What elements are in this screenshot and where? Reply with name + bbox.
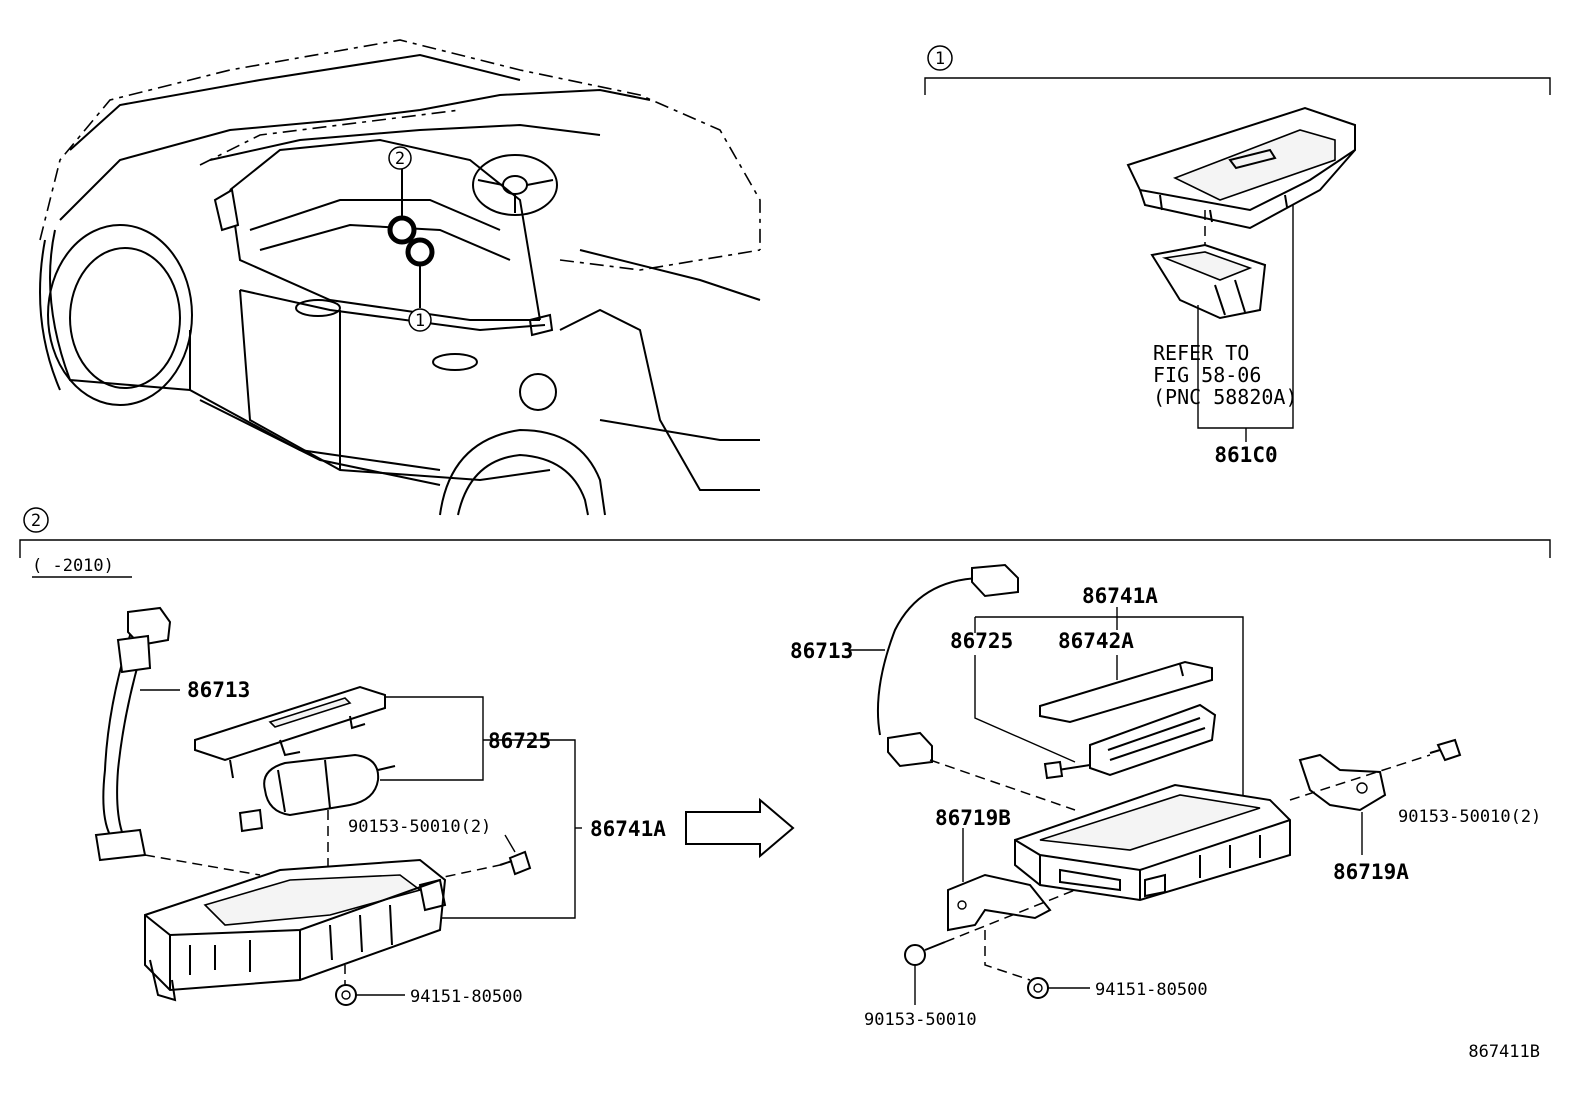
right-part-86719B: 86719B xyxy=(935,806,1011,830)
right-part-90153-50010: 90153-50010 xyxy=(864,1010,977,1030)
car-callout-2-label: 2 xyxy=(395,149,405,169)
figure-code: 867411B xyxy=(1468,1042,1540,1062)
right-part-86741A: 86741A xyxy=(1082,584,1158,608)
section-2: 2 ( -2010) 86713 xyxy=(19,507,1551,1030)
arrow-right-icon xyxy=(685,797,795,859)
left-assembly: 86713 86725 86741A 9015 xyxy=(94,606,666,1007)
vehicle-illustration: 2 1 xyxy=(39,39,761,516)
part-861C0: 861C0 xyxy=(1214,443,1277,467)
right-part-86742A: 86742A xyxy=(1058,629,1134,653)
left-part-90153-50010-2: 90153-50010(2) xyxy=(348,817,491,837)
date-range: ( -2010) xyxy=(32,556,114,576)
right-part-86719A: 86719A xyxy=(1333,860,1409,884)
car-callout-2 xyxy=(388,146,412,170)
car-callout-1-label: 1 xyxy=(415,311,425,331)
left-part-94151-80500: 94151-80500 xyxy=(410,987,523,1007)
section-2-callout-label: 2 xyxy=(31,511,41,531)
right-part-86713: 86713 xyxy=(790,639,853,663)
left-part-86725: 86725 xyxy=(488,729,551,753)
refer-line-2: FIG 58-06 xyxy=(1153,363,1261,387)
section-2-callout xyxy=(23,507,49,533)
left-part-86713: 86713 xyxy=(187,678,250,702)
console-tray xyxy=(1126,106,1356,230)
right-ecu-module xyxy=(1014,783,1291,902)
left-ecu-module xyxy=(144,858,447,1002)
right-assembly: 86713 86741A 86725 86742A xyxy=(790,563,1541,1030)
right-part-86725: 86725 xyxy=(950,629,1013,653)
refer-line-1: REFER TO xyxy=(1153,341,1249,365)
right-part-94151-80500: 94151-80500 xyxy=(1095,980,1208,1000)
console-pocket xyxy=(1150,243,1267,320)
section-1: 1 REFER TO FIG 58-06 (PNC 58820A) 861C0 xyxy=(924,45,1551,467)
car-callout-1 xyxy=(408,308,432,332)
section-1-callout-label: 1 xyxy=(935,49,945,69)
section-1-callout xyxy=(927,45,953,71)
right-part-90153-50010-2: 90153-50010(2) xyxy=(1398,807,1541,827)
refer-line-3: (PNC 58820A) xyxy=(1153,385,1298,409)
left-part-86741A: 86741A xyxy=(590,817,666,841)
